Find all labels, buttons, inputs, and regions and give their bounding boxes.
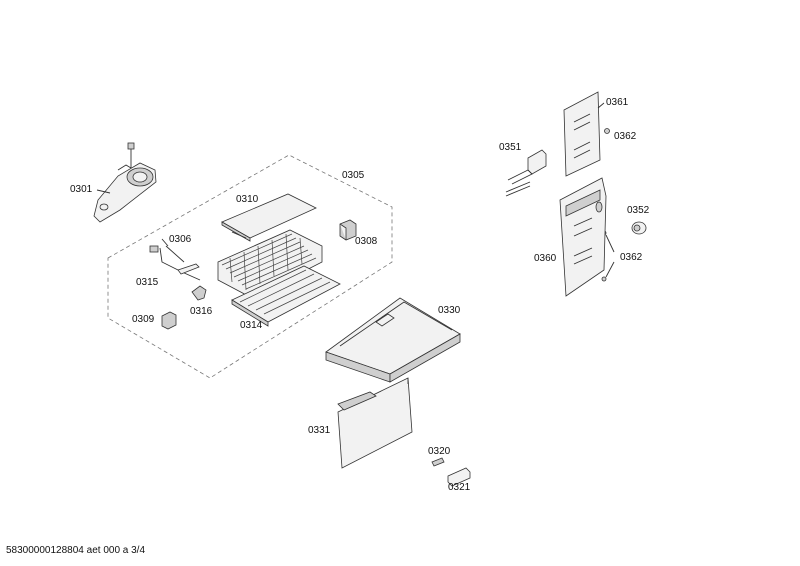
label-0361: 0361	[606, 97, 629, 108]
label-0351: 0351	[499, 142, 522, 153]
label-0310: 0310	[236, 194, 259, 205]
label-0309: 0309	[132, 314, 155, 325]
part-0316-heater	[191, 285, 207, 301]
label-0331: 0331	[308, 425, 331, 436]
part-0308-clip	[339, 219, 357, 241]
part-0320	[431, 457, 445, 467]
part-0361-upper-cover	[563, 91, 601, 177]
label-0316: 0316	[190, 306, 213, 317]
label-0330: 0330	[438, 305, 461, 316]
part-0360-housing-panel	[559, 177, 607, 297]
label-0308: 0308	[355, 236, 378, 247]
document-id: 58300000128804 aet 000 a 3/4	[6, 545, 146, 556]
label-0320: 0320	[428, 446, 451, 457]
label-0362-upper: 0362	[614, 131, 637, 142]
part-0351-thermostat	[505, 149, 547, 197]
part-0331-panel	[337, 377, 413, 469]
label-0305: 0305	[342, 170, 365, 181]
part-0301-fan-housing	[93, 142, 157, 223]
part-0352-knob	[631, 221, 647, 235]
part-0306-sensor	[149, 245, 201, 281]
part-0321	[447, 467, 471, 487]
label-0301: 0301	[70, 184, 93, 195]
label-0314: 0314	[240, 320, 263, 331]
label-0360: 0360	[534, 253, 557, 264]
part-0314-evaporator	[217, 229, 341, 327]
part-0309-clip	[161, 311, 177, 330]
label-0352: 0352	[627, 205, 650, 216]
label-0306: 0306	[169, 234, 192, 245]
assembly-0305-boundary	[107, 154, 393, 379]
label-0315: 0315	[136, 277, 159, 288]
part-0362-screw-upper	[604, 128, 610, 134]
label-0362-lower: 0362	[620, 252, 643, 263]
part-0330-drip-tray	[325, 297, 461, 383]
part-0310-cover-plate	[221, 193, 317, 242]
label-0321: 0321	[448, 482, 471, 493]
